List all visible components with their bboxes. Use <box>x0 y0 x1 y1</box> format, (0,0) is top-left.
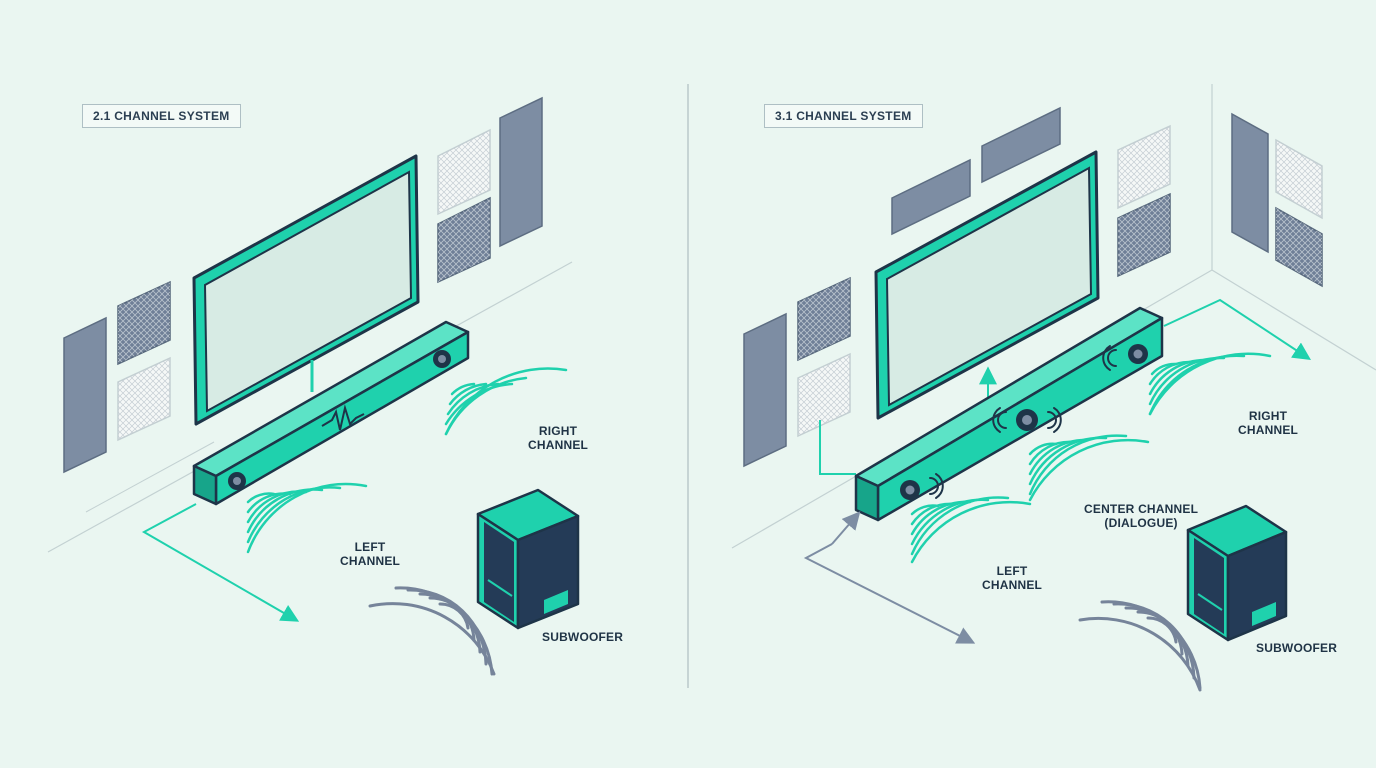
floor-line-left-2 <box>85 441 215 513</box>
right-panel-subwoofer-label: SUBWOOFER <box>1256 641 1338 655</box>
right-panel-right-channel-label: RIGHT CHANNEL <box>1238 409 1299 437</box>
soundbar-icon <box>192 320 470 506</box>
left-room <box>47 96 580 676</box>
sound-wave-icon <box>368 586 496 676</box>
acoustic-panel-icon <box>743 106 1323 468</box>
soundbar-icon <box>854 306 1164 522</box>
tv-icon <box>874 150 1100 420</box>
sound-wave-icon <box>246 482 368 554</box>
sound-wave-icon <box>910 496 1032 564</box>
left-panel-subwoofer-label: SUBWOOFER <box>542 630 624 644</box>
left-panel-right-channel-label: RIGHT CHANNEL <box>528 424 589 452</box>
left-channel-arrow <box>141 503 300 622</box>
right-room <box>731 84 1376 692</box>
left-floor-path <box>803 543 976 644</box>
subwoofer-icon <box>1186 504 1288 642</box>
left-connector <box>819 420 856 475</box>
sound-wave-icon <box>1078 600 1202 692</box>
sound-wave-icon <box>1028 434 1150 502</box>
left-panel-left-channel-label: LEFT CHANNEL <box>340 540 401 568</box>
subwoofer-icon <box>476 488 580 630</box>
tv-icon <box>192 154 420 426</box>
acoustic-panel-icon <box>63 96 543 474</box>
left-floor-arrow <box>831 511 861 545</box>
left-panel-title: 2.1 CHANNEL SYSTEM <box>82 104 241 128</box>
sound-wave-icon <box>444 367 568 436</box>
right-panel-center-channel-label: CENTER CHANNEL (DIALOGUE) <box>1084 502 1199 530</box>
right-channel-arrow <box>1163 298 1312 360</box>
right-panel-title: 3.1 CHANNEL SYSTEM <box>764 104 923 128</box>
right-panel-left-channel-label: LEFT CHANNEL <box>982 564 1043 592</box>
sound-wave-icon <box>1148 352 1272 416</box>
